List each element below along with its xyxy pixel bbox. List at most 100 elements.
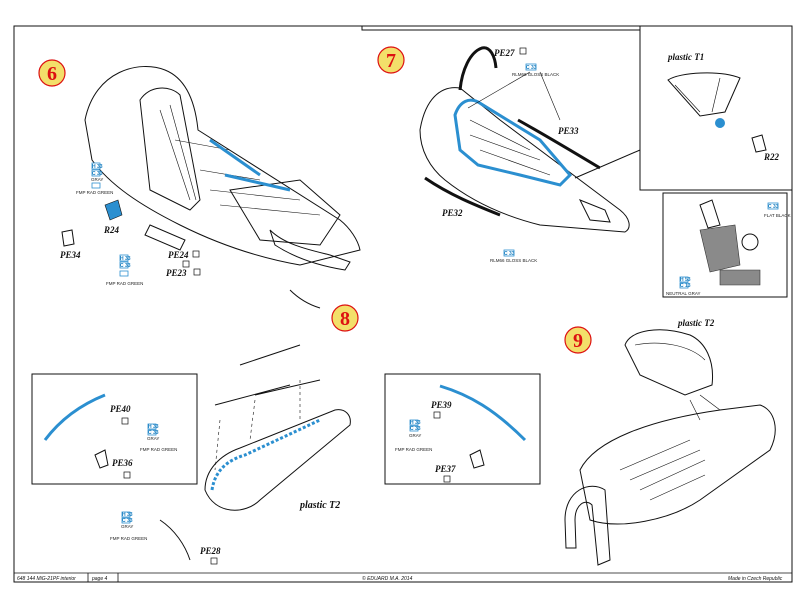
step-8-guide-lines — [214, 380, 301, 471]
step-6-intake-line — [289, 289, 321, 309]
pe28-label: PE28 — [200, 546, 221, 556]
paint-fmp-b: FMP RAD GREEN — [106, 281, 143, 286]
step-9-canopy — [624, 329, 714, 396]
paint-box-h-a — [91, 162, 101, 170]
paint-c-b: C 33 — [120, 263, 131, 269]
step-7-nose-tip — [578, 199, 611, 223]
pe27-check — [519, 47, 527, 55]
pe37-check — [443, 475, 451, 483]
paint-box-c-a — [91, 169, 101, 177]
step-8-canopy-blue-rail — [210, 418, 321, 491]
plastic-t1-label: plastic T1 — [667, 52, 704, 62]
paint-box-h-8c — [121, 511, 131, 518]
paint-box-c-n — [679, 282, 689, 289]
r22-part — [751, 134, 767, 153]
pe40-part — [43, 393, 106, 441]
pe39-label: PE39 — [431, 400, 452, 410]
step-8-number: 8 — [340, 308, 350, 330]
step-7-number: 7 — [386, 50, 396, 72]
step-9-panel: 9 plastic T2 — [564, 318, 776, 566]
paint-box-fmp-a — [91, 182, 101, 189]
pe24-label: PE24 — [168, 250, 189, 260]
pe36-check — [123, 471, 131, 479]
step-6-fuselage — [84, 66, 361, 266]
step-9-cockpit-detail — [619, 439, 706, 501]
step-9-canopy-frame — [634, 342, 706, 361]
pe34-label: PE34 — [60, 250, 81, 260]
pe37-part — [469, 449, 485, 469]
paint-c-8a: C 33 — [148, 430, 159, 436]
paint-fmp-8b: FMP RAD GREEN — [395, 447, 432, 452]
pe28-part — [159, 519, 191, 561]
r24-label: R24 — [103, 225, 120, 235]
step-6-circle — [38, 59, 66, 87]
pe39-check — [433, 411, 441, 419]
step-8-panel: 8 PE40 PE36 H 33 C 33 GRAY FMP RAD GREEN… — [31, 304, 541, 565]
paint-box-h-8a — [147, 423, 157, 430]
paint-h-8b: H 33 — [410, 420, 421, 426]
paint-box-h-b — [119, 254, 129, 262]
page-frame — [13, 25, 793, 583]
step-6-blue-details — [209, 138, 291, 192]
paint-box-c33-flat — [767, 202, 779, 210]
paint-c-8c: C 33 — [122, 518, 133, 524]
plastic-t2-step8-label: plastic T2 — [299, 500, 340, 511]
pe33-part — [517, 118, 601, 170]
paint-c-n: C 13 — [680, 283, 691, 289]
step-9-rear-frame — [564, 485, 611, 566]
step-8-circle — [331, 304, 359, 332]
paint-c-8b: C 33 — [410, 426, 421, 432]
seat-handle — [699, 199, 721, 229]
paint-box-c-8c — [121, 517, 131, 524]
plastic-t1-inset: plastic T1 R22 — [667, 52, 780, 162]
seat-inset: C 33 FLAT BLACK H 53 C 13 NEUTRAL GRAY — [662, 192, 791, 298]
paint-fmp-8c: FMP RAD GREEN — [110, 536, 147, 541]
seat-body — [699, 224, 741, 273]
paint-h-8c: H 33 — [122, 512, 133, 518]
paint-rlm66-bottom: RLM66 GLOSS BLACK — [490, 258, 537, 263]
r22-label: R22 — [763, 152, 780, 162]
paint-fmp-8a: FMP RAD GREEN — [140, 447, 177, 452]
pe23-check — [193, 268, 201, 276]
step-8-right-inset — [384, 373, 541, 485]
paint-c33-flat: C 33 — [768, 204, 779, 210]
paint-c33-top: C 33 — [526, 65, 537, 71]
pe39-part — [439, 384, 527, 442]
step-6-panel: 6 PE34 R24 H 33 C 33 GRAY FMP RAD GREEN … — [38, 59, 361, 309]
step-9-guide-lines — [689, 394, 721, 421]
footer: 648 144 MiG-21PF interior page 4 © EDUAR… — [14, 572, 792, 582]
paint-box-fmp-b — [119, 270, 129, 277]
pe27-label: PE27 — [494, 48, 515, 58]
paint-h-a: H 33 — [92, 164, 103, 170]
paint-c-a: C 33 — [92, 171, 103, 177]
pe28-check — [210, 557, 218, 565]
step-7-fuselage — [419, 87, 630, 233]
step-8-left-inset — [31, 373, 198, 485]
paint-flat-black: FLAT BLACK — [764, 213, 791, 218]
step-7-canopy-frame-blue — [453, 98, 573, 187]
plastic-t1-detail — [674, 77, 721, 113]
step-6-nose-lower — [269, 229, 351, 271]
step-7-cockpit-detail — [469, 119, 551, 176]
pe34-part — [61, 229, 75, 247]
step-9-number: 9 — [573, 330, 583, 352]
pe32-part — [424, 176, 501, 217]
paint-rlm66-top: RLM66 GLOSS BLACK — [512, 72, 559, 77]
paint-box-h-8b — [409, 419, 419, 426]
step-8-canopy-t2 — [204, 409, 351, 511]
step-7-callout-lines — [467, 71, 561, 121]
step-6-panel-block — [229, 179, 341, 246]
plastic-t1-part — [667, 72, 741, 117]
pe24-check — [192, 250, 200, 258]
pe27-part — [458, 46, 498, 91]
paint-h-n: H 53 — [680, 277, 691, 283]
paint-gray-8c: GRAY — [121, 524, 133, 529]
plastic-t1-blue-mount — [715, 118, 725, 128]
paint-box-c-8a — [147, 429, 157, 436]
pe36-label: PE36 — [112, 458, 133, 468]
pe23-label: PE23 — [166, 268, 187, 278]
paint-box-c33-top — [525, 63, 537, 71]
pe24-check-2 — [182, 260, 190, 268]
footer-page: page 4 — [91, 576, 108, 582]
